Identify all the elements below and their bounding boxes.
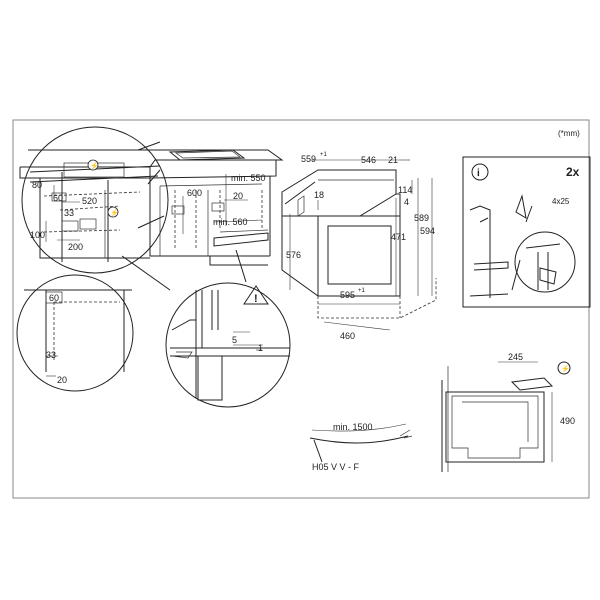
dim-33: 33 <box>64 208 74 218</box>
dim-min-560: min. 560 <box>213 217 248 227</box>
kitchen-cabinet <box>19 141 284 291</box>
screw-spec: 4x25 <box>552 197 570 206</box>
dim-100: 100 <box>30 230 45 240</box>
dim-520: 520 <box>82 196 97 206</box>
dim-80: 80 <box>32 180 42 190</box>
dim-460: 460 <box>340 331 355 341</box>
fix-panel: i 2x 4x25 <box>462 156 591 308</box>
unit-note: (*mm) <box>558 129 580 138</box>
dim-200: 200 <box>68 242 83 252</box>
dim-21: 21 <box>388 155 398 165</box>
dim-595-note: +1 <box>358 288 366 294</box>
detail-dim-33: 33 <box>46 350 56 360</box>
dim-471: 471 <box>391 232 406 242</box>
dim-60: 60 <box>53 193 63 203</box>
info-icon: i <box>477 168 480 179</box>
warning-icon: ! <box>254 293 258 305</box>
detail-dim-60: 60 <box>49 293 59 303</box>
svg-text:⚡: ⚡ <box>90 161 99 170</box>
cable-length: min. 1500 <box>333 422 373 432</box>
rear-dim-245: 245 <box>508 352 523 362</box>
dim-20: 20 <box>233 191 243 201</box>
dim-4: 4 <box>404 197 409 207</box>
rear-dim-490: 490 <box>560 416 575 426</box>
rear-view: ⚡ 245 490 <box>441 352 575 472</box>
diagram-frame <box>12 119 590 499</box>
detail-dim-5: 5 <box>232 335 237 345</box>
svg-text:⚡: ⚡ <box>110 208 119 217</box>
dim-546: 546 <box>361 155 376 165</box>
dim-589: 589 <box>414 213 429 223</box>
detail-circle-corner: 60 33 20 <box>16 274 134 392</box>
cable-type: H05 V V - F <box>312 462 360 472</box>
cabinet-dimensions: 600 min. 550 20 min. 560 <box>182 173 266 234</box>
cable-drawing: min. 1500 H05 V V - F <box>309 422 413 472</box>
dim-600: 600 <box>187 188 202 198</box>
dim-min-550: min. 550 <box>231 173 266 183</box>
dim-559: 559 <box>301 154 316 164</box>
svg-text:⚡: ⚡ <box>561 364 570 373</box>
dim-18: 18 <box>314 190 324 200</box>
dim-576: 576 <box>286 250 301 260</box>
oven-drawing: 559 +1 546 21 18 114 4 589 594 471 576 5… <box>281 152 437 341</box>
dim-594: 594 <box>420 226 435 236</box>
dim-114: 114 <box>398 185 412 195</box>
detail-circle-warning: ! 5 1 <box>165 282 291 408</box>
dim-559-note: +1 <box>320 152 328 158</box>
detail-circle-cutout: ⚡ ⚡ 80 60 520 33 100 200 <box>21 126 169 274</box>
detail-dim-20: 20 <box>57 375 67 385</box>
fix-count: 2x <box>566 165 580 179</box>
dim-595: 595 <box>340 290 355 300</box>
detail-dim-1: 1 <box>258 343 263 353</box>
